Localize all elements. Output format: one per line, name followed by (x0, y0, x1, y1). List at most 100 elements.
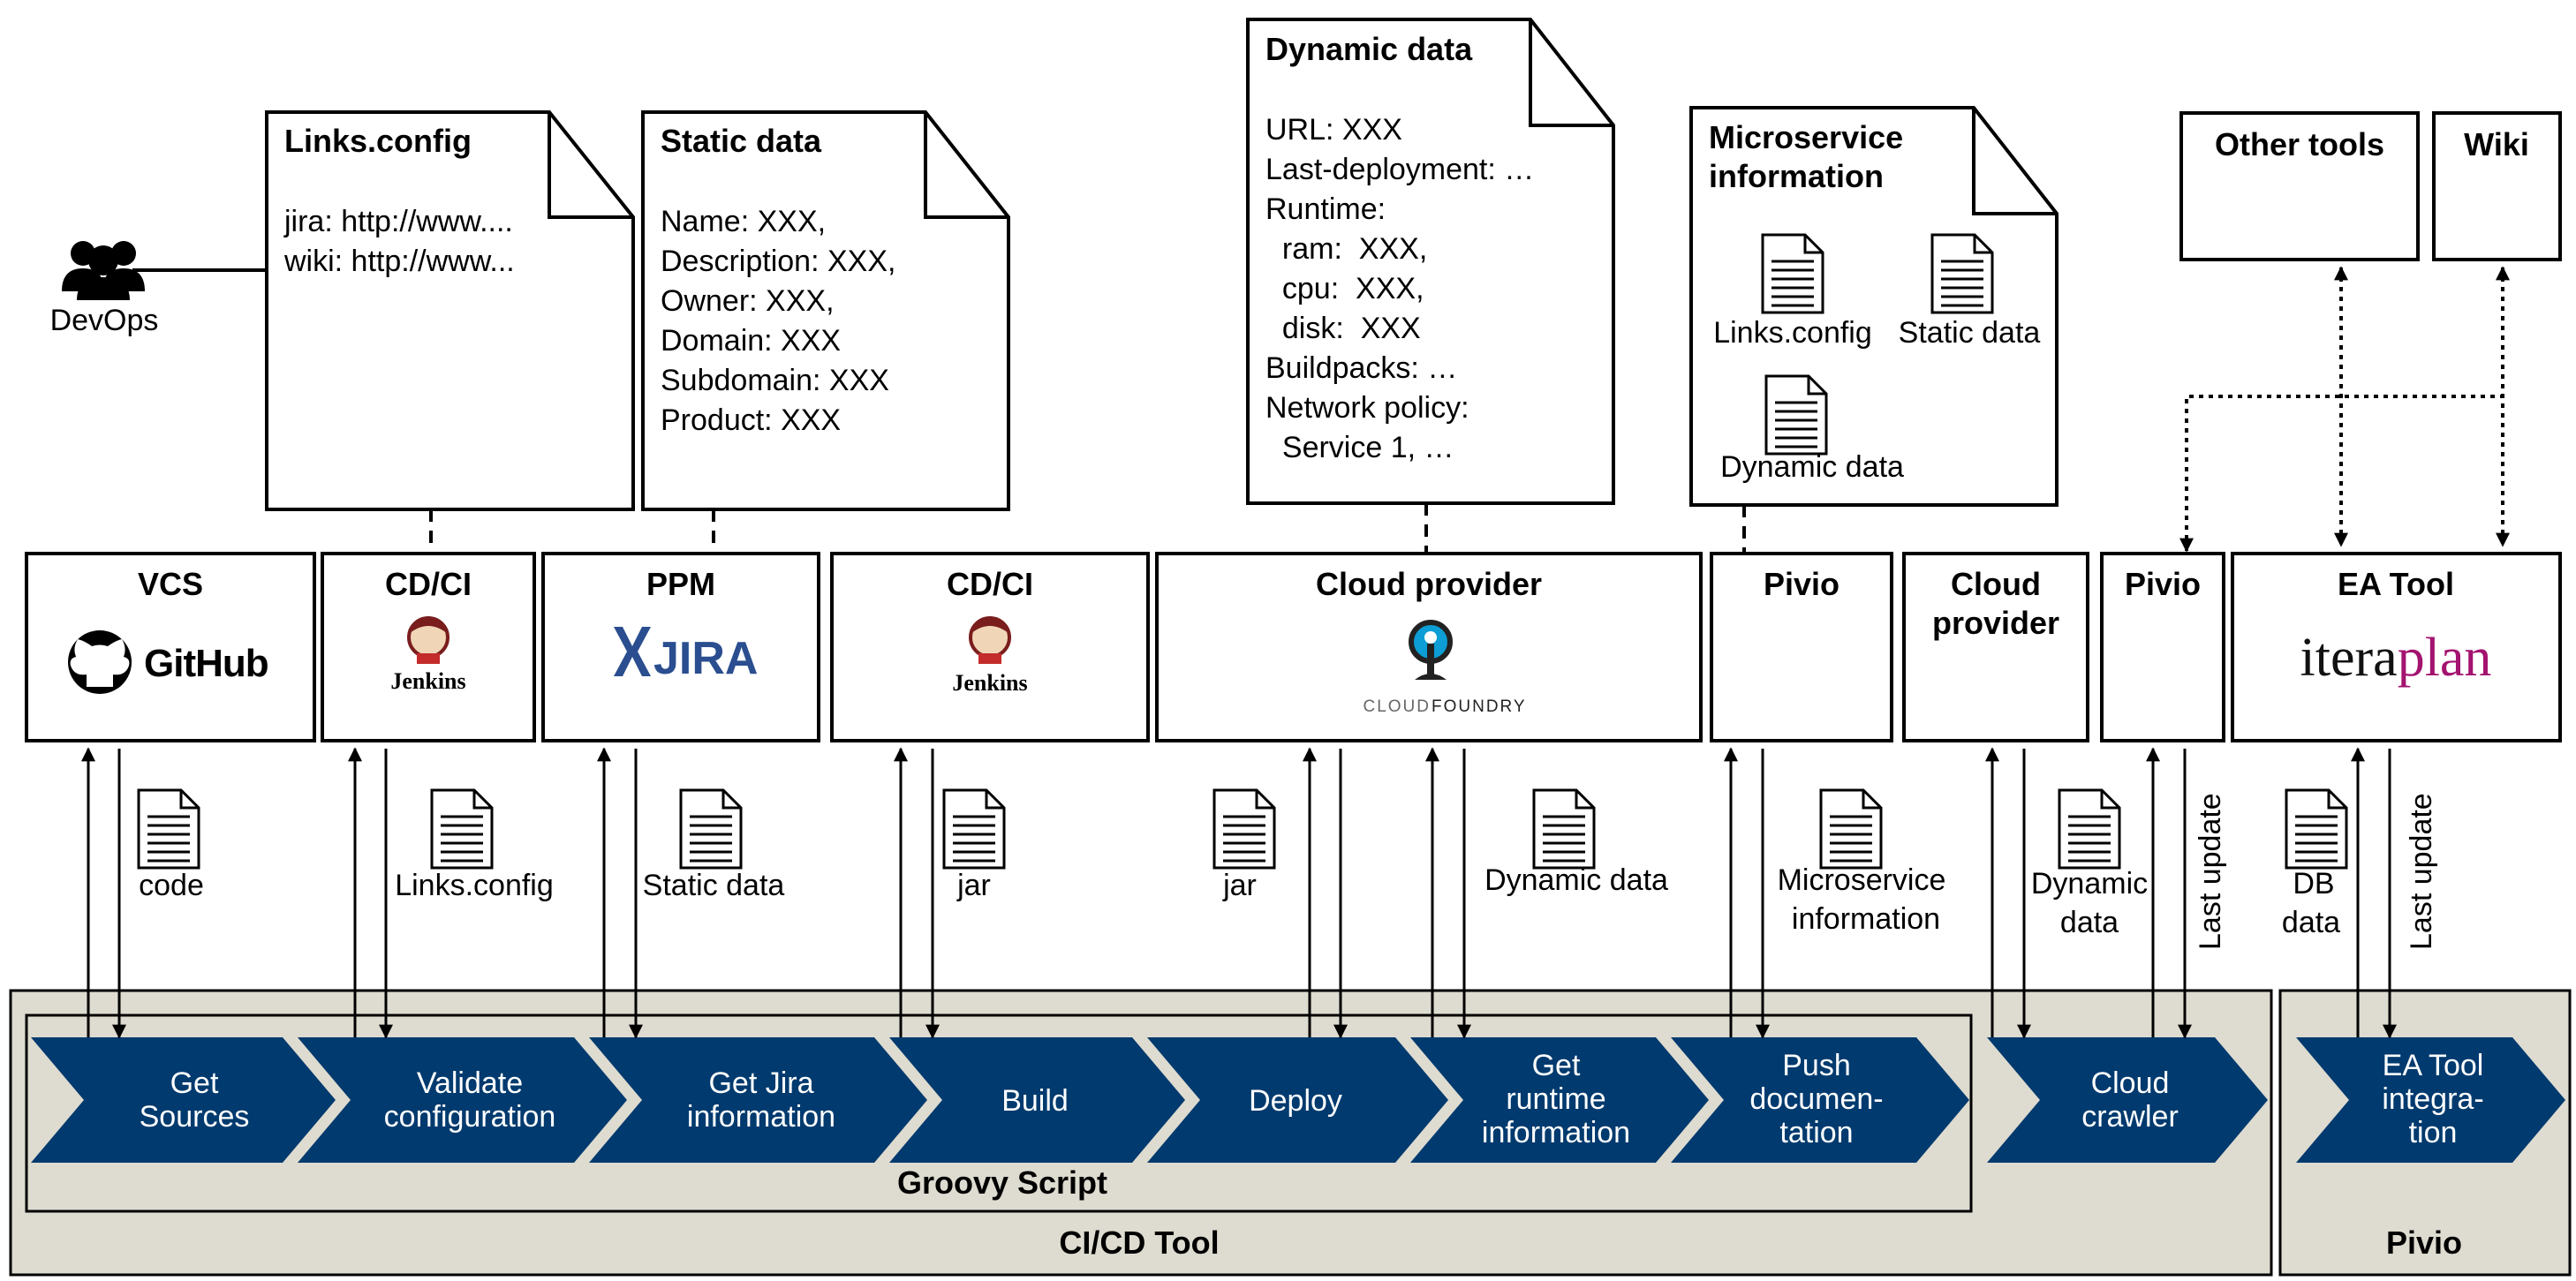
doc-line: Domain: XXX (661, 324, 841, 358)
doc-title: Microservice (1709, 119, 1903, 155)
artifact-label: data (2282, 906, 2340, 939)
artifact-label: Microservice (1778, 863, 1946, 897)
devops-label: DevOps (50, 304, 159, 337)
step-label: tation (1779, 1116, 1853, 1149)
step-label: EA Tool (2383, 1049, 2484, 1082)
step-label: integra- (2382, 1082, 2483, 1116)
doc-title: information (1709, 158, 1884, 194)
step-label: runtime (1506, 1082, 1605, 1116)
tool-title: Cloud provider (1316, 566, 1542, 602)
iteraplan-logo-plan: plan (2398, 628, 2492, 688)
dynamic-data-document-icon (1532, 788, 1596, 870)
cloud-provider-box-2: Cloud provider (1902, 552, 2089, 742)
artifact-label: Static data (643, 869, 785, 902)
artifact-label: information (1792, 902, 1940, 936)
doc-line: Buildpacks: … (1265, 351, 1457, 385)
doc-line: jira: http://www.... (283, 205, 513, 238)
step-label: documen- (1749, 1082, 1883, 1116)
artifact-label: Links.config (395, 869, 554, 902)
tool-title: VCS (138, 566, 203, 602)
doc-line: Description: XXX, (661, 245, 895, 278)
groovy-script-box (25, 1013, 1973, 1213)
doc-line: Subdomain: XXX (661, 364, 889, 397)
doc-item-label: Dynamic data (1720, 450, 1904, 484)
github-icon (68, 630, 132, 694)
iteraplan-logo: iteraplan (2300, 628, 2492, 688)
artifact-label: code (139, 869, 204, 902)
tool-title: Pivio (1764, 566, 1839, 602)
document-icon (1761, 233, 1824, 314)
step-label: Build (1001, 1084, 1069, 1118)
artifact-label: Dynamic (2031, 867, 2148, 900)
doc-line: disk: XXX (1265, 312, 1421, 345)
cloud-provider-box: Cloud provider CLOUD FOUNDRY (1155, 552, 1703, 742)
jar-document-icon (1212, 788, 1276, 870)
doc-line: Network policy: (1265, 391, 1469, 425)
pivio-panel-label: Pivio (2386, 1224, 2462, 1261)
step-get-sources: Get Sources (31, 1037, 336, 1163)
jenkins-logo-text: Jenkins (952, 670, 1027, 696)
dynamic-data-document: Dynamic data URL: XXX Last-deployment: …… (1246, 18, 1615, 505)
ppm-box: PPM JIRA (541, 552, 820, 742)
artifact-label: jar (1222, 869, 1257, 902)
other-tools-label: Other tools (2215, 126, 2384, 162)
dotted-arrows (2179, 266, 2510, 553)
dashed-connectors (429, 503, 1746, 554)
github-logo-text: GitHub (144, 642, 268, 685)
ea-tool-box: EA Tool iteraplan (2231, 552, 2562, 742)
step-label: Validate (417, 1066, 523, 1100)
exchange-arrows (81, 747, 2397, 1039)
step-build: Build (889, 1037, 1185, 1163)
vcs-box: VCS GitHub (25, 552, 316, 742)
links-config-document: Links.config jira: http://www.... wiki: … (265, 110, 635, 511)
doc-line: cpu: XXX, (1265, 272, 1424, 305)
artifact-label: Dynamic data (1484, 863, 1668, 897)
doc-line: Last-deployment: … (1265, 153, 1534, 186)
tool-title: CD/CI (385, 566, 472, 602)
doc-title: Static data (661, 123, 822, 159)
tool-title: provider (1932, 605, 2059, 641)
step-label: crawler (2081, 1100, 2179, 1134)
static-data-document: Static data Name: XXX, Description: XXX,… (641, 110, 1010, 511)
doc-line: URL: XXX (1265, 113, 1402, 147)
doc-item-label: Static data (1899, 316, 2041, 350)
other-tools-box (2179, 111, 2420, 261)
iteraplan-logo-itera: itera (2300, 628, 2398, 688)
step-label: Get (1532, 1049, 1581, 1082)
dynamic-data-document-icon (2058, 788, 2121, 870)
step-label: Sources (140, 1100, 250, 1134)
tool-title: PPM (646, 566, 715, 602)
users-icon (62, 241, 145, 300)
step-push-documentation: Push documen- tation (1671, 1037, 1969, 1163)
step-get-jira-information: Get Jira information (589, 1037, 927, 1163)
jar-document-icon (942, 788, 1006, 870)
tool-title: Cloud (1951, 566, 2041, 602)
step-label: Get Jira (708, 1066, 813, 1100)
step-label: tion (2409, 1116, 2458, 1149)
step-label: information (1482, 1116, 1630, 1149)
cdci-box-1: CD/CI Jenkins (321, 552, 536, 742)
doc-item-label: Links.config (1713, 316, 1872, 350)
cloud-foundry-logo-text: CLOUD (1363, 697, 1431, 716)
artifact-label: DB (2293, 867, 2334, 900)
jenkins-icon (969, 616, 1011, 664)
tool-title: EA Tool (2338, 566, 2454, 602)
last-update-label: Last update (2405, 793, 2438, 950)
doc-line: Runtime: (1265, 192, 1386, 226)
doc-line: Product: XXX (661, 403, 841, 437)
groovy-script-label: Groovy Script (897, 1164, 1107, 1201)
step-deploy: Deploy (1147, 1037, 1448, 1163)
code-document-icon (137, 788, 200, 870)
pipeline-steps: Get Sources Validate configuration Get J… (31, 1037, 2565, 1163)
artifact-label: jar (956, 869, 991, 902)
step-get-runtime-information: Get runtime information (1410, 1037, 1709, 1163)
step-label: Push (1782, 1049, 1851, 1082)
document-icon (1764, 374, 1828, 456)
links-config-document-icon (430, 788, 494, 870)
wiki-label: Wiki (2464, 126, 2529, 162)
last-update-label: Last update (2194, 793, 2227, 950)
jira-logo-text: JIRA (653, 633, 758, 684)
microservice-info-document-icon (1819, 788, 1883, 870)
document-icon (1930, 233, 1994, 314)
